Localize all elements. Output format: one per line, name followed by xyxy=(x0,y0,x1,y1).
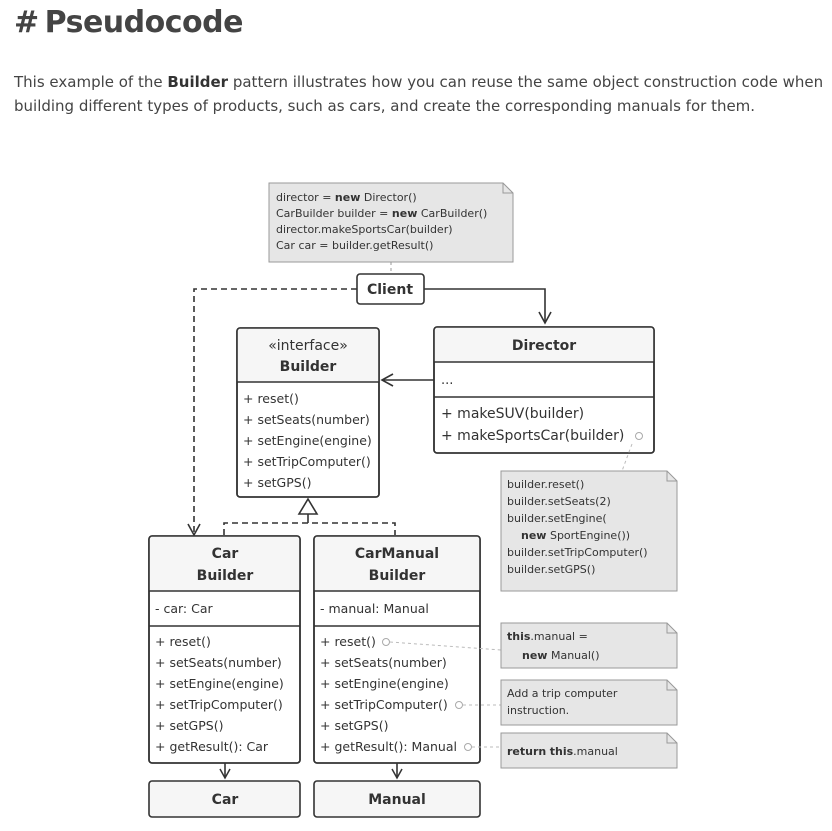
director-note-line: builder.setGPS() xyxy=(507,563,595,576)
carmanual-builder-name-line2: Builder xyxy=(369,568,426,584)
builder-method: + setGPS() xyxy=(243,475,311,490)
trip-computer-note: Add a trip computer instruction. xyxy=(500,679,678,726)
carmanual-builder-name-line1: CarManual xyxy=(355,546,439,562)
trip-note-line1: Add a trip computer xyxy=(507,687,618,700)
director-note-line: builder.setSeats(2) xyxy=(507,495,611,508)
car-builder-method: + setTripComputer() xyxy=(155,697,283,712)
car-builder-field: - car: Car xyxy=(155,601,214,616)
builder-method: + setEngine(engine) xyxy=(243,433,372,448)
intro-text-after: pattern illustrates how you can reuse th… xyxy=(14,73,824,115)
car-builder-name-line1: Car xyxy=(212,546,239,562)
client-box: Client xyxy=(356,273,425,305)
client-note-line2: CarBuilder builder = new CarBuilder() xyxy=(276,207,487,220)
carmanual-builder-box: CarManual Builder - manual: Manual + res… xyxy=(313,535,481,764)
director-note-line: builder.setEngine( xyxy=(507,512,607,525)
page-title-text: Pseudocode xyxy=(44,5,244,40)
builder-method: + setTripComputer() xyxy=(243,454,371,469)
note-anchor-icon xyxy=(635,432,643,440)
reset-note-line2: new Manual() xyxy=(522,649,600,662)
builder-name: Builder xyxy=(280,359,337,375)
car-builder-method: + setGPS() xyxy=(155,718,223,733)
director-code-note: builder.reset() builder.setSeats(2) buil… xyxy=(500,470,678,592)
realization-triangle-icon xyxy=(297,497,319,515)
director-method: + makeSUV(builder) xyxy=(441,406,584,422)
carmanual-builder-method: + reset() xyxy=(320,634,376,649)
carmanual-builder-field: - manual: Manual xyxy=(320,601,429,616)
car-builder-name-line2: Builder xyxy=(197,568,254,584)
client-label: Client xyxy=(367,282,413,298)
car-builder-method: + getResult(): Car xyxy=(155,739,269,754)
carmanual-builder-method: + setSeats(number) xyxy=(320,655,447,670)
page-title: #Pseudocode xyxy=(14,5,243,40)
director-method: + makeSportsCar(builder) xyxy=(441,428,624,444)
client-to-director-arrow xyxy=(424,288,552,325)
director-note-line: builder.setTripComputer() xyxy=(507,546,648,559)
car-builder-method: + setEngine(engine) xyxy=(155,676,284,691)
result-code-note: return this.manual xyxy=(500,732,678,769)
client-note-line3: director.makeSportsCar(builder) xyxy=(276,223,453,236)
client-to-carbuilder-dependency xyxy=(187,288,357,537)
client-note-line4: Car car = builder.getResult() xyxy=(276,239,433,252)
client-note-line1: director = new Director() xyxy=(276,191,417,204)
car-product-label: Car xyxy=(212,792,239,808)
trip-note-line2: instruction. xyxy=(507,704,569,717)
note-anchor-icon xyxy=(464,743,472,751)
result-note-line: return this.manual xyxy=(507,745,618,758)
reset-code-note: this.manual = new Manual() xyxy=(500,622,678,669)
carmanual-builder-method: + setEngine(engine) xyxy=(320,676,449,691)
reset-note-line1: this.manual = xyxy=(507,630,588,643)
car-product-box: Car xyxy=(148,780,301,818)
director-note-line: new SportEngine()) xyxy=(521,529,630,542)
carmanual-builder-method: + setGPS() xyxy=(320,718,388,733)
manual-product-box: Manual xyxy=(313,780,481,818)
car-builder-method: + reset() xyxy=(155,634,211,649)
builder-stereotype: «interface» xyxy=(268,338,348,354)
car-builder-method: + setSeats(number) xyxy=(155,655,282,670)
intro-paragraph: This example of the Builder pattern illu… xyxy=(14,70,824,118)
realization-lines xyxy=(223,522,396,535)
director-note-line: builder.reset() xyxy=(507,478,584,491)
car-builder-box: Car Builder - car: Car + reset() + setSe… xyxy=(148,535,301,764)
manual-product-label: Manual xyxy=(368,792,426,808)
director-fields: ... xyxy=(441,373,453,388)
hash-icon: # xyxy=(14,5,39,40)
note-anchor-icon xyxy=(455,701,463,709)
intro-text-before: This example of the xyxy=(14,73,168,91)
director-box: Director ... + makeSUV(builder) + makeSp… xyxy=(433,326,655,454)
client-code-note: director = new Director() CarBuilder bui… xyxy=(268,182,514,263)
carmanual-builder-method: + setTripComputer() xyxy=(320,697,448,712)
director-note-connector xyxy=(621,443,633,472)
reset-note-connector xyxy=(389,641,502,651)
carmanual-builder-method: + getResult(): Manual xyxy=(320,739,457,754)
note-anchor-icon xyxy=(382,638,390,646)
director-name: Director xyxy=(512,338,576,354)
intro-text-bold: Builder xyxy=(167,73,229,91)
builder-method: + reset() xyxy=(243,391,299,406)
builder-interface-box: «interface» Builder + reset() + setSeats… xyxy=(236,327,380,498)
builder-method: + setSeats(number) xyxy=(243,412,370,427)
